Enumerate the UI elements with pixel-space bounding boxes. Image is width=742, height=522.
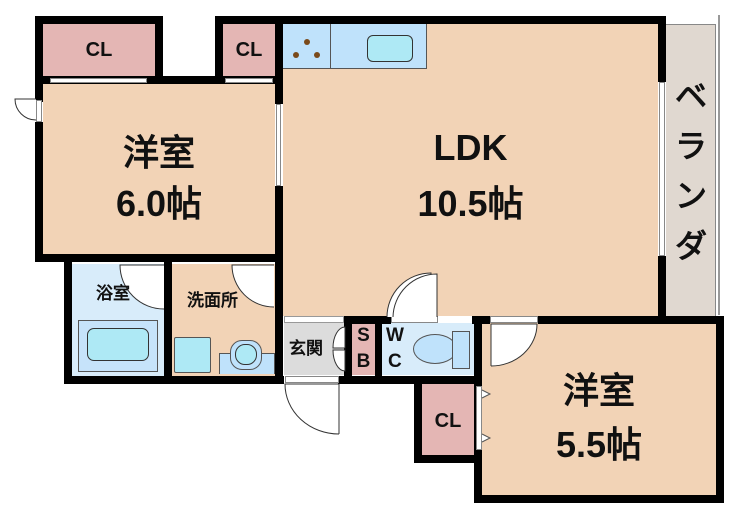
closet-1-label: CL [85,39,113,61]
veranda-char-2: ラ [674,128,707,164]
closet-3-door-arrow-icon [481,389,492,443]
entrance [284,323,344,375]
toilet-bowl-icon [413,334,457,364]
western-room-1-size: 6.0帖 [115,183,203,224]
western-room-2-name: 洋室 [562,370,635,411]
kitchen-divider [330,24,331,69]
veranda-rail [718,15,720,315]
room1-ldk-sliding-door[interactable] [276,104,281,186]
toilet-tank-icon [452,331,470,369]
room2-door-frame [490,316,538,323]
entrance-door-frame [285,376,339,383]
toilet-label-w: W [386,325,404,346]
closet-3-door[interactable] [476,386,482,450]
stove-burner-icon [314,52,320,58]
veranda-char-3: ン [674,178,707,214]
stove-burner-icon [293,52,299,58]
closet-2-label: CL [235,39,263,61]
western-room-1 [43,84,275,254]
entrance-step [284,316,344,323]
ldk-size: 10.5帖 [417,183,524,224]
washroom-door-swing-icon[interactable] [231,264,275,314]
veranda [666,24,716,316]
sink-icon [367,35,413,62]
shoe-box-label-s: S [357,325,370,346]
entrance-label: 玄関 [289,339,323,358]
veranda-char-1: ベ [674,78,707,114]
ldk-veranda-window[interactable] [659,82,665,256]
closet-3 [422,383,474,455]
shoe-box [352,323,375,375]
toilet-door-swing-icon[interactable] [391,273,439,319]
door-swing-icon[interactable] [14,98,37,122]
closet-2 [223,24,275,76]
bathroom-door-swing-icon[interactable] [119,264,165,314]
closet-1-sliding-door[interactable] [50,78,147,83]
western-room-1-name: 洋室 [122,132,195,173]
stove-burner-icon [304,39,310,45]
wash-basin-bowl [235,344,257,365]
entrance-door-swing-icon[interactable] [284,383,340,435]
closet-3-label: CL [434,410,462,432]
room2-door-swing-icon[interactable] [490,323,538,367]
shoe-box-door-icon[interactable] [332,326,346,372]
ldk [283,24,658,316]
toilet-label-c: C [388,351,402,372]
shoe-box-label-b: B [356,351,371,372]
washroom-label: 洗面所 [187,291,238,310]
bathtub-basin-icon [87,328,149,361]
western-room-2-size: 5.5帖 [555,424,643,465]
room1-left-window[interactable] [36,100,42,122]
washing-machine-icon [174,337,211,373]
ldk-name: LDK [433,127,508,168]
closet-2-sliding-door[interactable] [225,78,273,83]
closet-1 [43,24,155,76]
bathroom-label: 浴室 [96,284,130,303]
veranda-char-4: ダ [674,228,707,264]
